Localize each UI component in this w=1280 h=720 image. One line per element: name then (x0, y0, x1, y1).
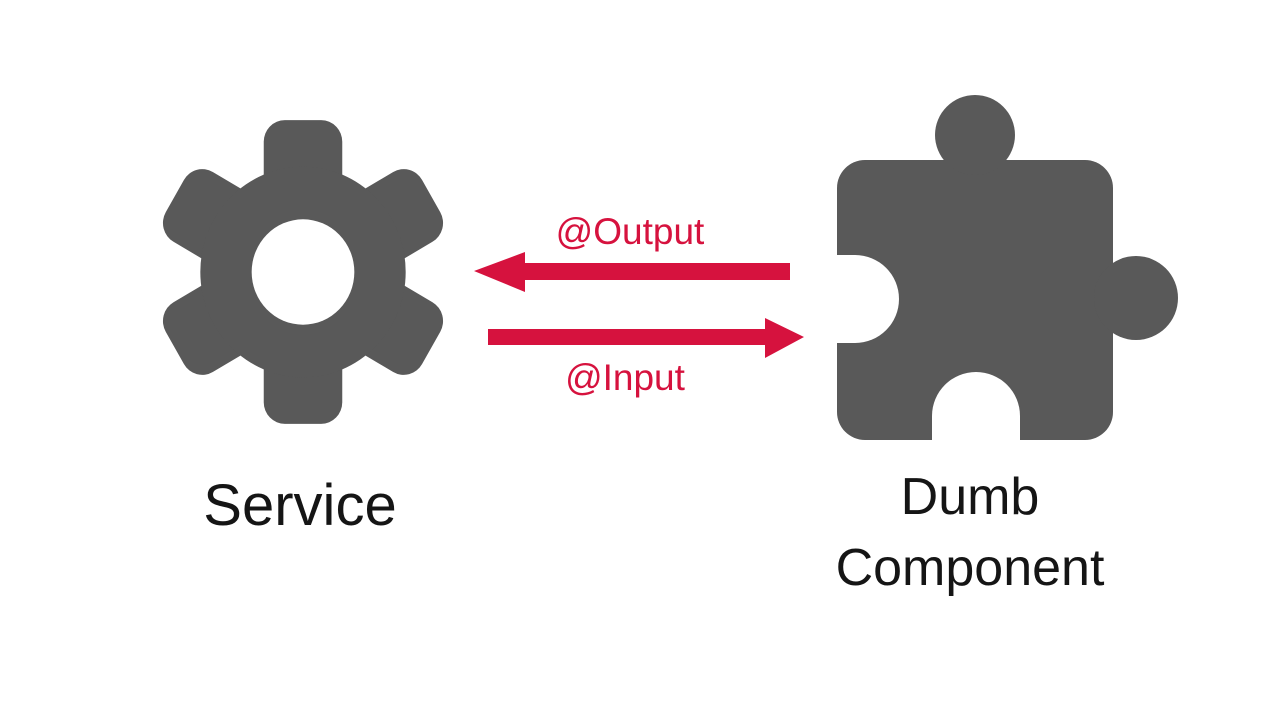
dumb-component-label-line1: Dumb (900, 468, 1040, 526)
input-arrow-right-icon (488, 318, 804, 358)
gear-center-hole (251, 219, 355, 325)
puzzle-left-notch (837, 255, 899, 343)
service-label: Service (203, 473, 397, 538)
output-label: @Output (555, 211, 705, 252)
dumb-component-label-line2: Component (835, 539, 1105, 597)
puzzle-body (837, 95, 1178, 440)
puzzle-piece-icon (837, 95, 1178, 442)
input-label: @Input (565, 357, 685, 398)
puzzle-bottom-notch (932, 372, 1020, 442)
output-arrow-left-icon (474, 252, 790, 292)
gear-icon (162, 120, 444, 424)
dumb-component-label: Dumb Component (790, 462, 1150, 604)
